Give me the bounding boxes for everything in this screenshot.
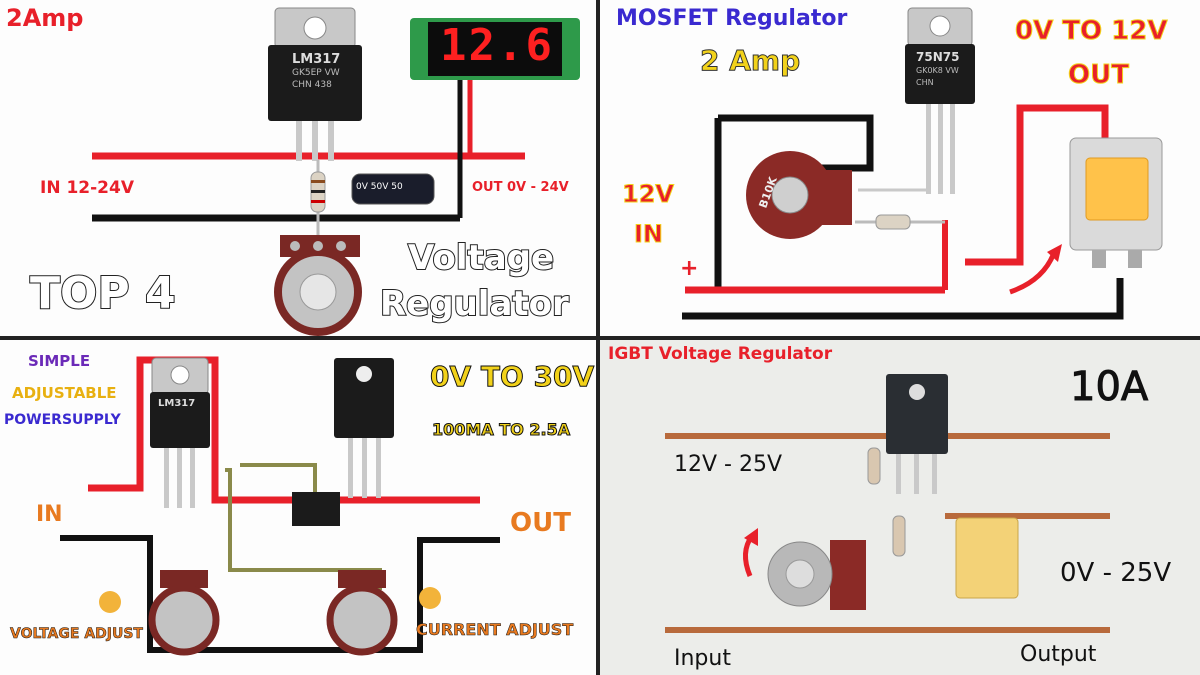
voltage-range-label: 0V TO 30V: [429, 360, 595, 394]
powersupply-label: POWERSUPPLY: [4, 412, 121, 428]
psu-circuit-art: [60, 356, 500, 656]
input-voltage-label: IN 12-24V: [40, 178, 134, 198]
panel-igbt: IGBT Voltage Regulator 10A 12V - 25V 0V …: [600, 340, 1200, 675]
igbt-circuit-art: [665, 374, 1110, 633]
regulator-title: Regulator: [379, 283, 570, 325]
mosfet-chip-code2: CHN: [916, 78, 934, 87]
voltage-adjust-label: VOLTAGE ADJUST: [10, 626, 144, 643]
output-range-label: 0V TO 12V: [1014, 16, 1168, 47]
output-label: OUT: [510, 508, 571, 538]
input-voltage-label: 12V: [622, 180, 675, 209]
input-label: Input: [674, 646, 731, 671]
voltage-title: Voltage: [407, 237, 555, 279]
mosfet-circuit-art: [682, 7, 1163, 320]
panel1-title: 2Amp: [6, 4, 84, 32]
output-range-label: 0V - 25V: [1060, 558, 1172, 588]
current-rating-label: 10A: [1069, 364, 1149, 411]
simple-label: SIMPLE: [28, 352, 91, 370]
voltmeter-display: 12.6: [440, 20, 554, 71]
panel-mosfet: MOSFET Regulator 2 Amp 75N75 GK0K8 VW CH…: [600, 0, 1200, 336]
output-label: Output: [1020, 642, 1097, 667]
mosfet-chip-code: GK0K8 VW: [916, 66, 959, 75]
lm317-circuit-art: [92, 7, 580, 336]
adjustable-label: ADJUSTABLE: [12, 384, 117, 402]
current-range-label: 100MA TO 2.5A: [431, 420, 571, 440]
top4-title: TOP 4: [29, 267, 177, 320]
lm317-chip-code: GK5EP VW: [292, 68, 340, 78]
output-voltage-label: OUT 0V - 24V: [472, 180, 569, 195]
current-adjust-label: CURRENT ADJUST: [416, 620, 574, 640]
input-range-label: 12V - 25V: [674, 452, 783, 477]
panel-lm317: 2Amp LM317 GK5EP VW CHN 438 12.6 IN 12-2…: [0, 0, 596, 336]
input-label: IN: [36, 502, 63, 527]
mosfet-chip-label: 75N75: [916, 50, 960, 64]
input-label: IN: [633, 220, 664, 249]
plus-sign: +: [680, 256, 699, 281]
lm317-chip-label: LM317: [158, 398, 196, 409]
output-label: OUT: [1068, 60, 1130, 91]
panel4-title: IGBT Voltage Regulator: [608, 344, 833, 364]
panel2-amp: 2 Amp: [699, 44, 801, 78]
lm317-chip-code2: CHN 438: [292, 80, 332, 90]
panel2-title: MOSFET Regulator: [616, 6, 848, 31]
capacitor-label: 0V 50V 50: [356, 182, 403, 192]
lm317-chip-label: LM317: [292, 52, 341, 67]
panel-power-supply: SIMPLE ADJUSTABLE POWERSUPPLY LM317 0V T…: [0, 340, 596, 675]
